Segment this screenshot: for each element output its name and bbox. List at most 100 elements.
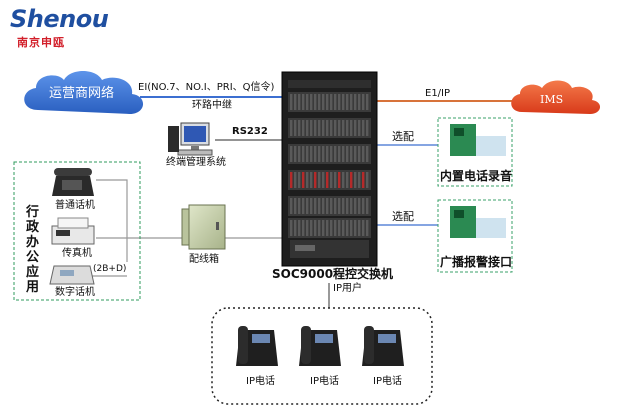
ip-phone-label-3: IP电话 xyxy=(373,376,402,387)
ip-phone-label-1: IP电话 xyxy=(246,376,275,387)
pci-card-icon xyxy=(450,124,506,156)
rack-card xyxy=(294,172,297,188)
rack-card xyxy=(366,120,369,136)
rs232-label: RS232 xyxy=(232,126,268,137)
rack-card xyxy=(350,172,353,188)
switch-name-label: SOC9000程控交换机 xyxy=(272,267,394,281)
rack-card xyxy=(302,146,305,162)
broadcast-label: 广播报警接口 xyxy=(440,255,513,269)
ims-cloud-icon xyxy=(511,80,601,114)
rack-card xyxy=(342,172,345,188)
ip-users-label: IP用户 xyxy=(333,283,362,294)
rack-card xyxy=(326,198,329,214)
rack-card xyxy=(354,220,357,236)
rack-card xyxy=(298,94,301,110)
rack-card xyxy=(310,198,313,214)
rack-card xyxy=(350,198,353,214)
pci-card-icon xyxy=(450,206,506,238)
rack-card xyxy=(322,146,325,162)
rack-card xyxy=(362,172,365,188)
rack-card xyxy=(346,94,349,110)
rack-card xyxy=(342,94,345,110)
rack-card xyxy=(298,198,301,214)
rack-card xyxy=(366,146,369,162)
carrier-cloud-label: 运营商网络 xyxy=(49,86,115,101)
rack-card xyxy=(350,94,353,110)
ip-phone-icon xyxy=(236,326,278,366)
rack-card xyxy=(322,220,325,236)
fax-machine-icon xyxy=(51,217,95,245)
rack-card xyxy=(366,220,369,236)
rack-card xyxy=(342,120,345,136)
brand-logo-en: Shenou xyxy=(10,5,109,33)
ring-trunk-label: 环路中继 xyxy=(192,100,232,111)
rack-card xyxy=(342,198,345,214)
rack-card xyxy=(366,94,369,110)
rack-card xyxy=(354,120,357,136)
recorder-label: 内置电话录音 xyxy=(440,169,513,183)
rack-card xyxy=(330,120,333,136)
rack-card xyxy=(330,94,333,110)
rack-card xyxy=(330,198,333,214)
rack-card xyxy=(322,120,325,136)
rack-card xyxy=(310,220,313,236)
rack-card xyxy=(354,146,357,162)
rack-card xyxy=(314,220,317,236)
rack-card xyxy=(318,220,321,236)
rack-card xyxy=(290,146,293,162)
rack-card xyxy=(326,172,329,188)
rack-card xyxy=(354,198,357,214)
rack-card xyxy=(302,120,305,136)
rack-card xyxy=(306,94,309,110)
rack-card xyxy=(358,220,361,236)
broadcast-box xyxy=(437,199,513,273)
rack-card xyxy=(358,120,361,136)
line-2bd-label: (2B+D) xyxy=(93,264,127,274)
rack-cabinet-icon xyxy=(281,71,378,267)
ims-cloud-label: IMS xyxy=(540,93,564,106)
rack-card xyxy=(366,172,369,188)
rack-card xyxy=(298,220,301,236)
rack-card xyxy=(290,120,293,136)
rack-card xyxy=(346,220,349,236)
rack-card xyxy=(334,220,337,236)
ip-users-frame xyxy=(211,307,433,405)
ip-phone-label-2: IP电话 xyxy=(310,376,339,387)
rack-card xyxy=(354,172,357,188)
rack-card xyxy=(294,198,297,214)
terminal-mgmt-label: 终端管理系统 xyxy=(166,157,226,168)
rack-card xyxy=(294,146,297,162)
rack-card xyxy=(334,172,337,188)
rack-card xyxy=(326,120,329,136)
rack-card xyxy=(314,172,317,188)
rack-card xyxy=(290,198,293,214)
option-lines xyxy=(377,144,438,226)
rack-card xyxy=(302,94,305,110)
ordinary-phone-icon xyxy=(52,168,94,196)
rack-card xyxy=(346,172,349,188)
rack-card xyxy=(338,172,341,188)
rack-card xyxy=(342,146,345,162)
rack-card xyxy=(322,94,325,110)
rack-card xyxy=(354,94,357,110)
rack-card xyxy=(318,94,321,110)
rack-card xyxy=(346,198,349,214)
rack-card xyxy=(302,220,305,236)
rack-card xyxy=(314,94,317,110)
computer-icon xyxy=(168,122,213,156)
option-label-2: 选配 xyxy=(392,210,414,223)
rack-card xyxy=(318,198,321,214)
rack-card xyxy=(290,94,293,110)
office-lines xyxy=(92,179,282,277)
rack-card xyxy=(338,146,341,162)
rack-card xyxy=(298,146,301,162)
ip-phone-icon xyxy=(362,326,404,366)
rack-card xyxy=(294,120,297,136)
rack-card xyxy=(362,220,365,236)
rack-card xyxy=(294,220,297,236)
rack-card xyxy=(318,120,321,136)
rack-card xyxy=(306,220,309,236)
rack-card xyxy=(302,172,305,188)
fax-label: 传真机 xyxy=(62,248,92,259)
rack-card xyxy=(314,120,317,136)
